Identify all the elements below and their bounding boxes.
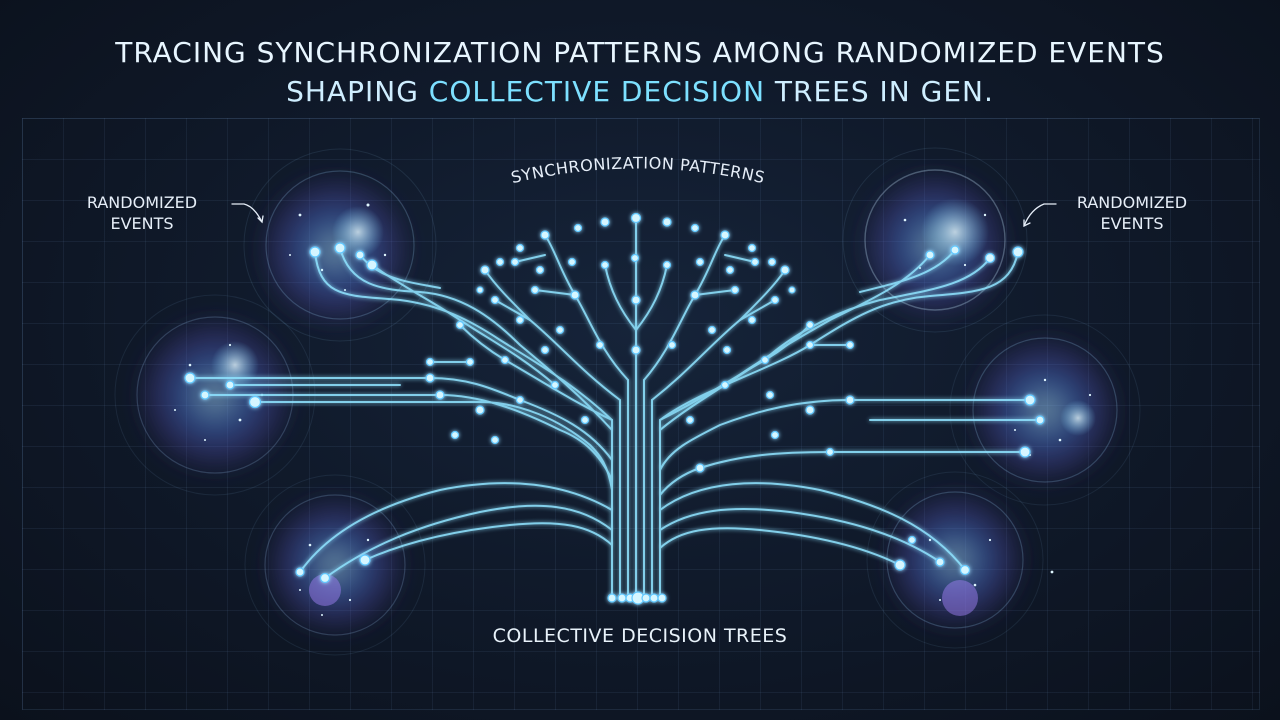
randomized-event-cluster-middle-right [949,314,1141,506]
decision-tree-branches [189,217,1041,599]
title-line-2: SHAPING COLLECTIVE DECISION TREES IN GEN… [0,75,1280,108]
collective-decision-trees-label: COLLECTIVE DECISION TREES [492,625,788,647]
label-pointer-arrows [231,203,1057,228]
title-line-1: TRACING SYNCHRONIZATION PATTERNS AMONG R… [115,36,1165,69]
title-line-2-highlight: COLLECTIVE DECISION [428,75,766,108]
randomized-events-label-left: RANDOMIZED EVENTS [62,192,222,234]
title-line-2-start: SHAPING [286,75,429,108]
randomized-events-right-line1: RANDOMIZED [1076,193,1188,212]
synchronization-patterns-label: SYNCHRONIZATION PATTERNS [509,153,767,187]
randomized-event-cluster-bottom-left [244,474,426,656]
decision-tree-nodes [184,212,1045,605]
synchronization-patterns-text: SYNCHRONIZATION PATTERNS [509,153,766,187]
randomized-event-cluster-top-right [842,147,1028,333]
randomized-events-label-right: RANDOMIZED EVENTS [1050,192,1214,234]
randomized-events-left-line2: EVENTS [110,214,174,233]
randomized-event-cluster-bottom-right [866,471,1044,649]
randomized-events-right-line2: EVENTS [1100,214,1164,233]
title-line-2-end: TREES IN GEN. [765,75,994,108]
randomized-events-left-line1: RANDOMIZED [86,193,198,212]
